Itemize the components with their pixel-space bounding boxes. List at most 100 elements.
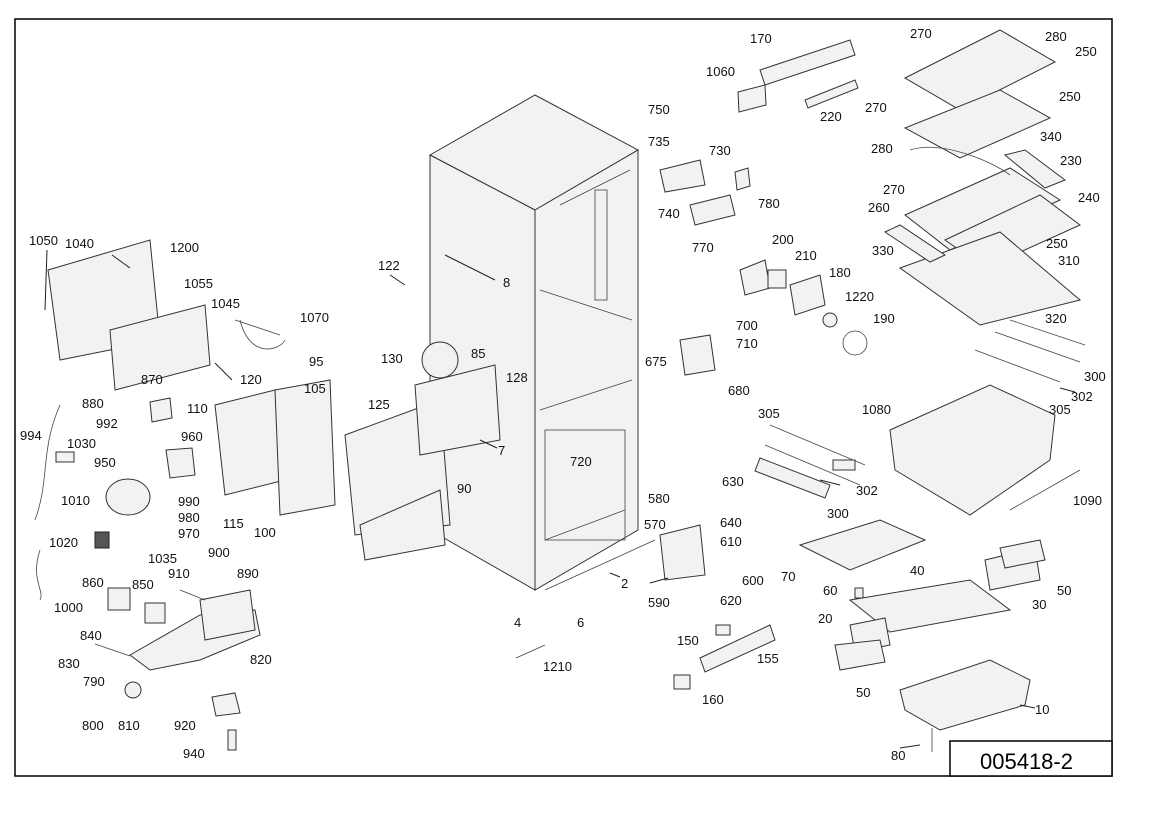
- part-label: 85: [471, 346, 485, 361]
- part-label: 710: [736, 336, 758, 351]
- part-label: 130: [381, 351, 403, 366]
- part-label: 880: [82, 396, 104, 411]
- part-label: 630: [722, 474, 744, 489]
- cabinet: [428, 94, 640, 591]
- part-label: 250: [1059, 89, 1081, 104]
- part-label: 740: [658, 206, 680, 221]
- hinge-parts: [515, 159, 751, 659]
- part-label: 302: [856, 483, 878, 498]
- compressor-parts: [34, 397, 196, 601]
- part-label: 990: [178, 494, 200, 509]
- part-label: 250: [1046, 236, 1068, 251]
- dispenser-parts: [94, 587, 261, 751]
- part-label: 610: [720, 534, 742, 549]
- part-label: 1060: [706, 64, 735, 79]
- part-label: 200: [772, 232, 794, 247]
- part-label: 340: [1040, 129, 1062, 144]
- part-label: 95: [309, 354, 323, 369]
- part-label: 40: [910, 563, 924, 578]
- part-label: 310: [1058, 253, 1080, 268]
- part-label: 920: [174, 718, 196, 733]
- leader-lines: [44, 249, 1076, 749]
- part-label: 30: [1032, 597, 1046, 612]
- part-label: 770: [692, 240, 714, 255]
- part-label: 590: [648, 595, 670, 610]
- diagram-reference-box: 005418-2: [949, 740, 1113, 777]
- part-label: 830: [58, 656, 80, 671]
- part-label: 270: [910, 26, 932, 41]
- part-label: 250: [1075, 44, 1097, 59]
- part-label: 70: [781, 569, 795, 584]
- part-label: 105: [304, 381, 326, 396]
- part-label: 100: [254, 525, 276, 540]
- part-label: 150: [677, 633, 699, 648]
- part-label: 700: [736, 318, 758, 333]
- part-label: 950: [94, 455, 116, 470]
- part-label: 1210: [543, 659, 572, 674]
- shelves: [883, 29, 1086, 516]
- part-label: 6: [577, 615, 584, 630]
- diagram-frame: [14, 18, 1113, 777]
- part-label: 1030: [67, 436, 96, 451]
- part-label: 980: [178, 510, 200, 525]
- part-label: 50: [856, 685, 870, 700]
- part-label: 90: [457, 481, 471, 496]
- part-label: 300: [1084, 369, 1106, 384]
- part-label: 280: [1045, 29, 1067, 44]
- door-rails: [673, 424, 927, 690]
- part-label: 810: [118, 718, 140, 733]
- part-label: 850: [132, 577, 154, 592]
- part-label: 570: [644, 517, 666, 532]
- part-label: 50: [1057, 583, 1071, 598]
- part-label: 1055: [184, 276, 213, 291]
- part-label: 120: [240, 372, 262, 387]
- part-label: 115: [223, 516, 244, 531]
- part-label: 992: [96, 416, 118, 431]
- part-label: 1020: [49, 535, 78, 550]
- part-label: 305: [1049, 402, 1071, 417]
- part-label: 680: [728, 383, 750, 398]
- part-label: 790: [83, 674, 105, 689]
- part-labels: 170 1060 220 750 735 730 740 780 770 200…: [20, 26, 1106, 763]
- part-label: 7: [498, 443, 505, 458]
- part-label: 1040: [65, 236, 94, 251]
- freezer-parts: [834, 539, 1046, 752]
- part-label: 580: [648, 491, 670, 506]
- part-label: 280: [871, 141, 893, 156]
- part-label: 270: [883, 182, 905, 197]
- part-label: 4: [514, 615, 521, 630]
- part-label: 305: [758, 406, 780, 421]
- part-label: 300: [827, 506, 849, 521]
- part-label: 125: [368, 397, 390, 412]
- part-label: 80: [891, 748, 905, 763]
- part-label: 190: [873, 311, 895, 326]
- part-label: 260: [868, 200, 890, 215]
- part-label: 160: [702, 692, 724, 707]
- part-label: 750: [648, 102, 670, 117]
- part-label: 330: [872, 243, 894, 258]
- part-label: 940: [183, 746, 205, 761]
- part-label: 2: [621, 576, 628, 591]
- part-label: 1090: [1073, 493, 1102, 508]
- part-label: 600: [742, 573, 764, 588]
- part-label: 900: [208, 545, 230, 560]
- part-label: 1010: [61, 493, 90, 508]
- part-label: 970: [178, 526, 200, 541]
- part-label: 735: [648, 134, 670, 149]
- part-label: 155: [757, 651, 779, 666]
- part-label: 320: [1045, 311, 1067, 326]
- part-label: 720: [570, 454, 592, 469]
- part-label: 10: [1035, 702, 1049, 717]
- part-label: 1220: [845, 289, 874, 304]
- evaporator-parts: [214, 341, 501, 561]
- part-label: 1200: [170, 240, 199, 255]
- part-label: 1000: [54, 600, 83, 615]
- part-label: 840: [80, 628, 102, 643]
- part-label: 270: [865, 100, 887, 115]
- part-label: 128: [506, 370, 528, 385]
- part-label: 1045: [211, 296, 240, 311]
- part-label: 180: [829, 265, 851, 280]
- part-label: 60: [823, 583, 837, 598]
- part-label: 8: [503, 275, 510, 290]
- control-box-parts: [737, 39, 859, 113]
